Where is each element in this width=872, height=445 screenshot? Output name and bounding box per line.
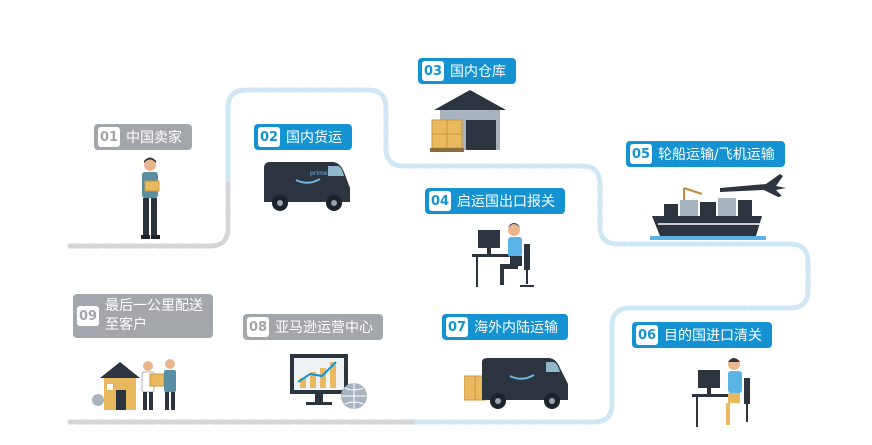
analytics-monitor-icon [290,354,367,409]
step-09-label: 09 最后一公里配送至客户 [73,294,213,338]
van-brand-text: prime [310,170,328,177]
house-delivery-icon [92,359,176,410]
ship-and-plane-icon [650,174,786,240]
worker-at-desk-icon [472,223,534,287]
step-03-label: 03 国内仓库 [418,58,516,84]
step-07-label: 07 海外内陆运输 [442,314,568,340]
warehouse-icon [430,90,506,152]
step-05-label: 05 轮船运输/飞机运输 [626,141,785,167]
step-01-label: 01 中国卖家 [94,124,192,150]
route-segment-blue [225,87,811,425]
step-02-label: 02 国内货运 [254,124,352,150]
customs-officer-icon [692,358,750,427]
delivery-van-icon: prime [264,162,350,211]
route-segment-gray-top [67,177,231,249]
step-04-label: 04 启运国出口报关 [425,188,565,214]
person-with-box-icon [141,157,160,239]
step-06-label: 06 目的国进口清关 [632,322,772,348]
step-08-label: 08 亚马逊运营中心 [243,314,383,340]
delivery-truck-icon [464,358,568,409]
